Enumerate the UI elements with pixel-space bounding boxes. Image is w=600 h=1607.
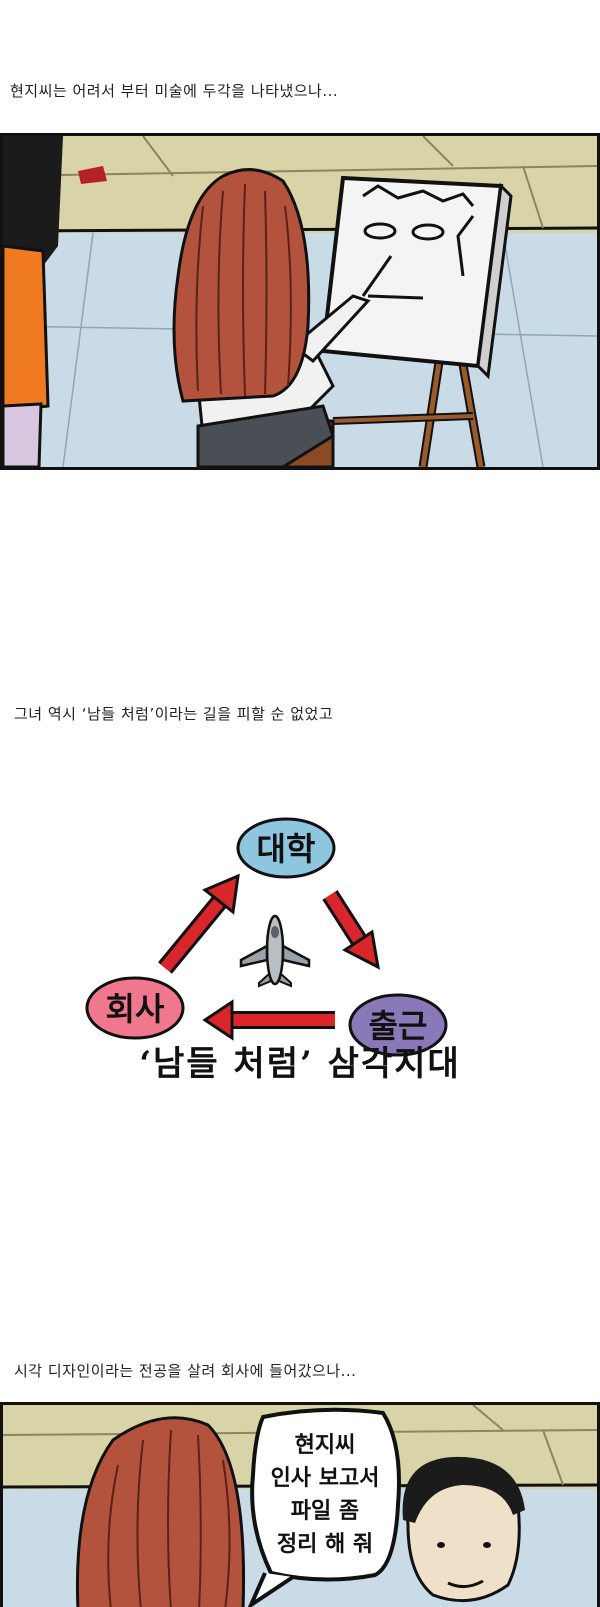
node-company-label: 회사	[106, 990, 165, 1028]
triangle-title: ‘남들 처럼’ 삼각지대	[139, 1044, 461, 1084]
comic-panel-office: 현지씨 인사 보고서 파일 좀 정리 해 줘	[0, 1402, 600, 1607]
node-commute-label: 출근	[369, 1007, 428, 1045]
arrow-left-to-top	[158, 873, 240, 974]
office-scene: 현지씨 인사 보고서 파일 좀 정리 해 줘	[3, 1405, 597, 1607]
node-university: 대학	[236, 817, 336, 879]
caption-childhood: 현지씨는 어려서 부터 미술에 두각을 나타냈으나...	[10, 82, 339, 100]
bubble-line-2: 인사 보고서	[271, 1465, 380, 1491]
node-university-label: 대학	[257, 830, 316, 868]
node-company: 회사	[85, 976, 185, 1040]
painting-scene	[3, 136, 597, 467]
comic-panel-painting	[0, 133, 600, 470]
caption-company: 시각 디자인이라는 전공을 살려 회사에 들어갔으나...	[14, 1362, 357, 1380]
airplane-icon	[239, 914, 311, 988]
triangle-diagram: 대학 출근 회사	[85, 817, 448, 1057]
caption-others-path: 그녀 역시 ‘남들 처럼’이라는 길을 피할 순 없었고	[14, 705, 334, 723]
bubble-line-1: 현지씨	[295, 1432, 356, 1458]
bubble-line-3: 파일 좀	[291, 1498, 359, 1524]
arrow-right-to-left	[202, 999, 335, 1041]
arrow-top-to-right	[322, 890, 380, 970]
node-commute: 출근	[348, 993, 448, 1057]
bubble-line-4: 정리 해 줘	[277, 1531, 373, 1557]
